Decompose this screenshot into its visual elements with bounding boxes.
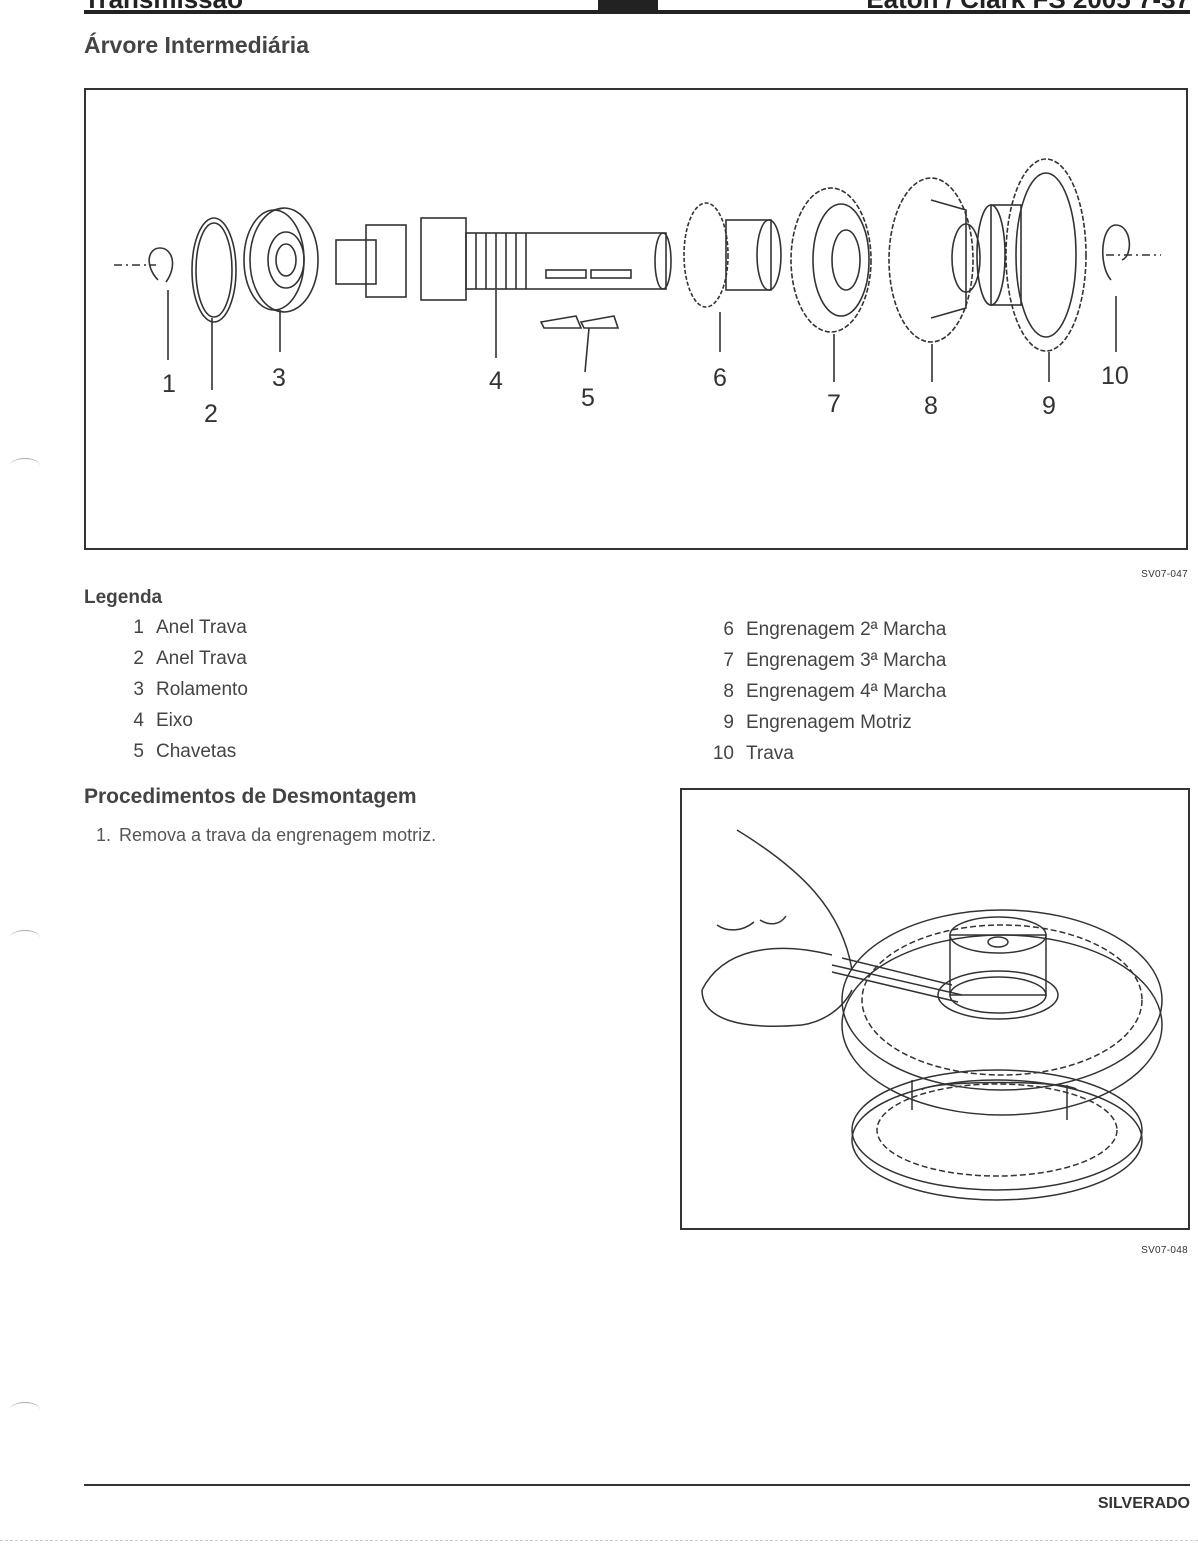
exploded-view-drawing: 1 2 3 4 5 6 7 8 9 10: [114, 158, 1161, 428]
legend-title: Legenda: [84, 587, 163, 608]
removal-illustration: [680, 788, 1190, 1230]
figure-code-2: SV07-048: [1141, 1245, 1188, 1256]
callout-4: 4: [489, 367, 503, 395]
callout-9: 9: [1042, 392, 1056, 420]
footer-brand: SILVERADO: [1097, 1495, 1190, 1512]
callout-10: 10: [1101, 362, 1129, 390]
figure-code-1: SV07-047: [1141, 569, 1188, 580]
gear-removal-drawing: [701, 829, 1163, 1201]
callout-6: 6: [713, 364, 727, 392]
footer-rule: [84, 1484, 1190, 1486]
header-rule: [84, 10, 1190, 14]
callout-8: 8: [924, 392, 938, 420]
callout-7: 7: [827, 390, 841, 418]
binding-hole-mark: [10, 1402, 40, 1417]
callout-2: 2: [204, 400, 218, 428]
callout-3: 3: [272, 364, 286, 392]
callout-5: 5: [581, 384, 595, 412]
procedure-title: Procedimentos de Desmontagem: [84, 785, 417, 808]
header-tab-marker: [598, 0, 658, 10]
callout-1: 1: [162, 370, 176, 398]
binding-hole-mark: [10, 458, 40, 473]
procedure-step: 1.Remova a trava da engrenagem motriz.: [96, 825, 437, 845]
page-edge-line: [0, 1540, 1198, 1541]
binding-hole-mark: [10, 930, 40, 945]
exploded-view-figure: 1 2 3 4 5 6 7 8 9 10: [84, 88, 1188, 550]
page-title: Árvore Intermediária: [84, 32, 309, 58]
